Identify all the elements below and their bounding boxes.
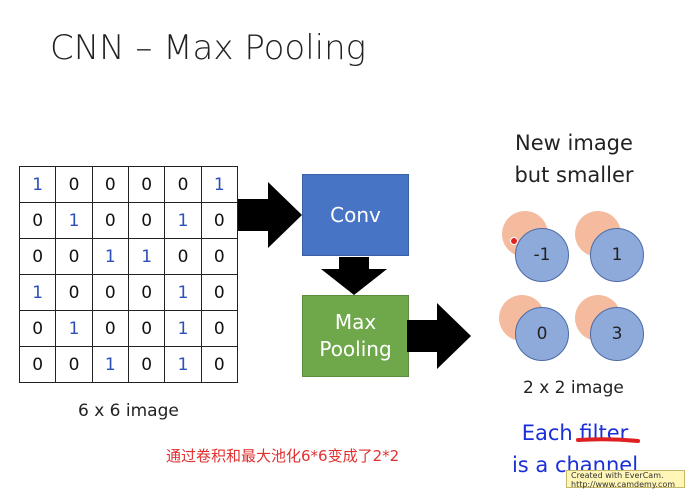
result-value: -1 (533, 245, 551, 265)
grid-cell: 1 (55, 310, 93, 347)
arrow-right-icon (407, 303, 471, 369)
result-value-circle: 0 (515, 307, 569, 361)
pool-label-max: Max (334, 310, 377, 334)
max-pooling-box: Max Pooling (302, 295, 409, 377)
grid-cell: 0 (55, 238, 93, 275)
new-image-line1: New image (515, 131, 633, 155)
pointer-dot (510, 237, 518, 245)
grid-cell: 0 (200, 202, 239, 239)
input-grid-caption: 6 x 6 image (78, 401, 179, 421)
grid-cell: 0 (18, 346, 57, 383)
grid-cell: 0 (200, 346, 239, 383)
result-value-circle: -1 (515, 228, 569, 282)
pool-label-pooling: Pooling (319, 337, 392, 361)
watermark-line2: http://www.camdemy.com (571, 480, 676, 489)
arrow-right-icon (238, 182, 302, 248)
new-image-caption: New image but smaller (502, 128, 646, 191)
result-value-circle: 3 (590, 307, 644, 361)
grid-cell: 1 (91, 346, 129, 383)
arrow-down-icon (321, 257, 387, 295)
conv-box: Conv (302, 174, 409, 256)
conv-label: Conv (330, 202, 381, 227)
result-caption: 2 x 2 image (523, 378, 624, 398)
grid-cell: 1 (91, 238, 129, 275)
result-value-circle: 1 (590, 228, 644, 282)
grid-cell: 1 (164, 310, 202, 347)
grid-cell: 0 (18, 238, 57, 275)
grid-cell: 0 (55, 166, 93, 203)
grid-cell: 0 (127, 166, 166, 203)
watermark-line1: Created with EverCam. (571, 471, 664, 480)
result-value: 3 (611, 324, 623, 344)
slide-title: CNN – Max Pooling (50, 28, 367, 68)
evercam-watermark: Created with EverCam. http://www.camdemy… (566, 470, 685, 489)
result-value: 0 (536, 324, 548, 344)
grid-cell: 0 (200, 310, 239, 347)
grid-cell: 0 (18, 202, 57, 239)
grid-cell: 1 (200, 166, 239, 203)
grid-cell: 0 (91, 274, 129, 311)
grid-cell: 1 (164, 202, 202, 239)
grid-cell: 0 (164, 238, 202, 275)
grid-cell: 0 (55, 346, 93, 383)
grid-cell: 0 (127, 346, 166, 383)
grid-cell: 0 (200, 274, 239, 311)
new-image-line2: but smaller (514, 162, 634, 187)
grid-cell: 0 (127, 202, 166, 239)
grid-cell: 1 (18, 166, 57, 203)
grid-cell: 1 (164, 274, 202, 311)
grid-cell: 0 (91, 310, 129, 347)
grid-cell: 0 (18, 310, 57, 347)
grid-cell: 0 (91, 166, 129, 203)
grid-cell: 0 (91, 202, 129, 239)
red-underline-mark (576, 437, 640, 443)
grid-cell: 1 (55, 202, 93, 239)
grid-cell: 0 (200, 238, 239, 275)
grid-cell: 1 (18, 274, 57, 311)
result-value: 1 (611, 245, 623, 265)
grid-cell: 0 (127, 310, 166, 347)
grid-cell: 0 (164, 166, 202, 203)
grid-cell: 0 (127, 274, 166, 311)
grid-cell: 0 (55, 274, 93, 311)
chinese-annotation: 通过卷积和最大池化6*6变成了2*2 (166, 447, 400, 465)
grid-cell: 1 (164, 346, 202, 383)
grid-cell: 1 (127, 238, 166, 275)
